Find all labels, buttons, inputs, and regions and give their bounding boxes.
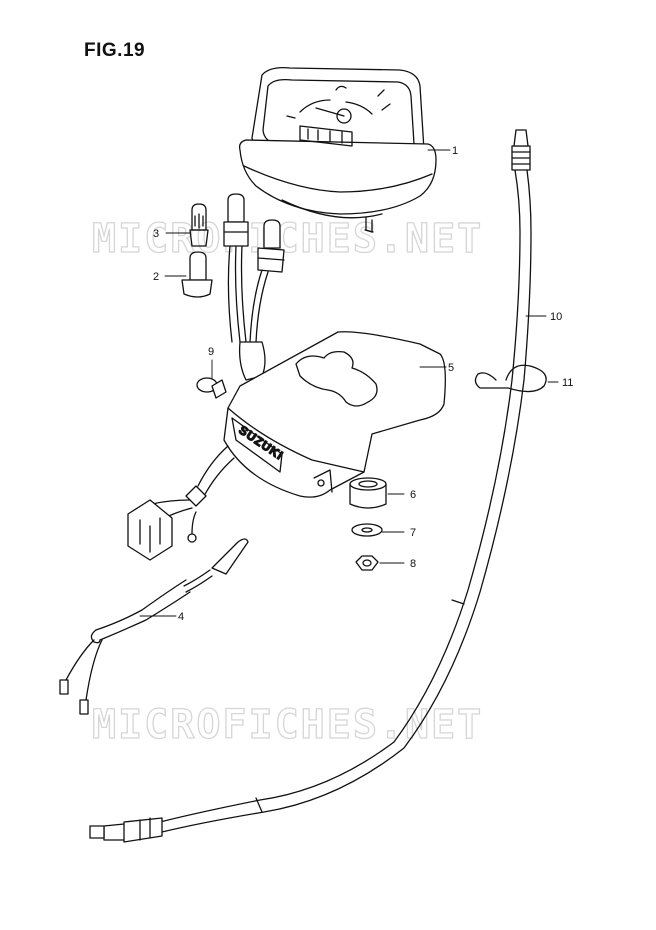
washer-part <box>351 523 383 537</box>
callout-8: 8 <box>410 558 416 570</box>
callout-3: 3 <box>153 228 159 240</box>
callout-10: 10 <box>550 311 562 323</box>
figure-title: FIG.19 <box>84 40 146 61</box>
cable-clip-part <box>474 364 547 393</box>
callout-2: 2 <box>153 271 159 283</box>
housing-part <box>223 331 446 498</box>
bulb-sockets <box>223 193 285 381</box>
callout-9: 9 <box>208 346 214 358</box>
grommet-part <box>349 477 387 509</box>
bulb-part <box>189 203 209 247</box>
speedometer-part <box>238 67 437 233</box>
harness-connector <box>127 445 235 561</box>
leader-lines <box>139 149 559 617</box>
speedometer-cable-part <box>89 129 532 843</box>
watermark-top: MICROFICHES.NET <box>92 216 483 262</box>
wire-lead-part <box>59 538 249 715</box>
watermark-bottom: MICROFICHES.NET <box>92 702 483 748</box>
callout-6: 6 <box>410 489 416 501</box>
callout-11: 11 <box>562 377 573 389</box>
callout-1: 1 <box>452 145 458 157</box>
socket-part <box>181 251 213 298</box>
callout-4: 4 <box>178 611 184 623</box>
callout-7: 7 <box>410 527 416 539</box>
nut-part <box>355 555 379 571</box>
callout-5: 5 <box>448 362 454 374</box>
screw-part <box>196 377 227 399</box>
